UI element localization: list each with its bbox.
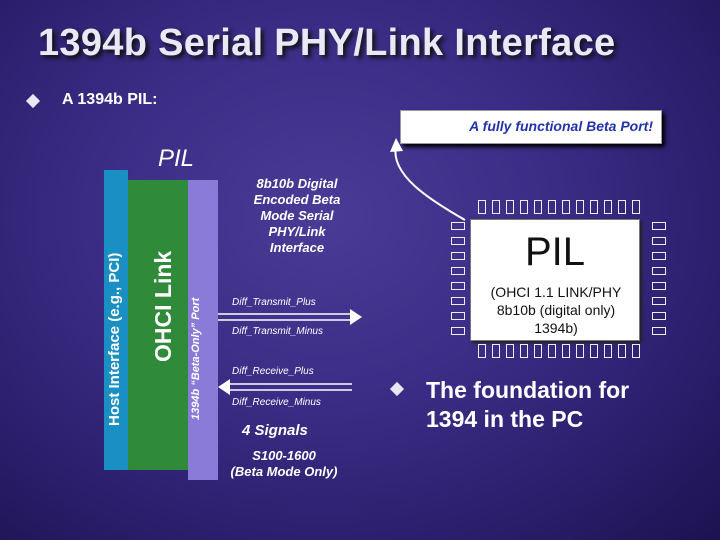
chip-pin bbox=[562, 200, 570, 214]
chip-pin bbox=[632, 344, 640, 358]
signal-label-rx-minus: Diff_Receive_Minus bbox=[232, 397, 321, 408]
rx-arrow-icon bbox=[218, 379, 230, 395]
callout-text: A fully functional Beta Port! bbox=[469, 118, 653, 134]
chip-pin bbox=[478, 344, 486, 358]
bullet2-line: The foundation for bbox=[426, 377, 630, 403]
chip-pin bbox=[451, 267, 465, 275]
chip-pin bbox=[576, 200, 584, 214]
chip-pin bbox=[652, 252, 666, 260]
pil-chip: PIL bbox=[470, 219, 640, 341]
chip-pin bbox=[451, 297, 465, 305]
chip-pin bbox=[492, 200, 500, 214]
desc-line: PHY/Link bbox=[268, 224, 326, 239]
chip-pin bbox=[652, 327, 666, 335]
callout-pointer-arrowhead-icon bbox=[390, 138, 403, 152]
speed-line: S100-1600 bbox=[252, 448, 316, 463]
host-interface-bar bbox=[104, 170, 128, 470]
bullet2-line: 1394 in the PC bbox=[426, 406, 584, 432]
chip-pin bbox=[506, 200, 514, 214]
slide-title: 1394b Serial PHY/Link Interface bbox=[38, 22, 616, 64]
bullet2-text: The foundation for 1394 in the PC bbox=[426, 376, 629, 434]
chip-pin bbox=[590, 344, 598, 358]
signal-label-tx-minus: Diff_Transmit_Minus bbox=[232, 326, 323, 337]
chip-pin bbox=[548, 200, 556, 214]
chip-pin bbox=[618, 344, 626, 358]
desc-line: Mode Serial bbox=[260, 208, 334, 223]
pil-block-label: PIL bbox=[158, 145, 195, 172]
chip-pin bbox=[632, 200, 640, 214]
desc-line: Encoded Beta bbox=[253, 192, 341, 207]
speed-line: (Beta Mode Only) bbox=[230, 464, 338, 479]
chip-line: 8b10b (digital only) bbox=[496, 302, 616, 318]
beta-port-bar bbox=[188, 180, 218, 480]
chip-pin bbox=[520, 200, 528, 214]
chip-pin bbox=[478, 200, 486, 214]
desc-line: Interface bbox=[269, 240, 325, 255]
signal-label-tx-plus: Diff_Transmit_Plus bbox=[232, 297, 316, 308]
chip-pin bbox=[652, 222, 666, 230]
chip-pin bbox=[451, 327, 465, 335]
chip-pin bbox=[652, 312, 666, 320]
interface-description: 8b10b Digital Encoded Beta Mode Serial P… bbox=[232, 176, 362, 256]
chip-line: 1394b) bbox=[534, 320, 578, 336]
chip-pin bbox=[548, 344, 556, 358]
chip-pin bbox=[652, 282, 666, 290]
chip-pin bbox=[506, 344, 514, 358]
chip-pin bbox=[451, 312, 465, 320]
chip-pin bbox=[534, 200, 542, 214]
chip-pin bbox=[652, 237, 666, 245]
signal-label-rx-plus: Diff_Receive_Plus bbox=[232, 366, 314, 377]
chip-pin bbox=[534, 344, 542, 358]
chip-pin bbox=[576, 344, 584, 358]
chip-pin bbox=[604, 200, 612, 214]
chip-pin bbox=[451, 252, 465, 260]
chip-pin bbox=[451, 222, 465, 230]
bullet-text: A 1394b PIL: bbox=[62, 91, 158, 108]
tx-arrow-icon bbox=[350, 309, 362, 325]
desc-line: 8b10b Digital bbox=[256, 176, 338, 191]
chip-pin bbox=[618, 200, 626, 214]
chip-description: (OHCI 1.1 LINK/PHY 8b10b (digital only) … bbox=[472, 283, 640, 337]
signals-count: 4 Signals bbox=[242, 422, 308, 439]
chip-pin bbox=[652, 267, 666, 275]
chip-pin bbox=[562, 344, 570, 358]
chip-pin bbox=[520, 344, 528, 358]
chip-pin bbox=[451, 237, 465, 245]
chip-line: (OHCI 1.1 LINK/PHY bbox=[490, 284, 622, 300]
callout-pointer bbox=[394, 145, 466, 221]
chip-pin bbox=[451, 282, 465, 290]
chip-pin bbox=[492, 344, 500, 358]
chip-title: PIL bbox=[524, 230, 586, 274]
chip-pin bbox=[590, 200, 598, 214]
callout-box: A fully functional Beta Port! bbox=[400, 110, 662, 144]
chip-pin bbox=[652, 297, 666, 305]
chip-pin bbox=[604, 344, 612, 358]
speed-note: S100-1600 (Beta Mode Only) bbox=[214, 448, 354, 480]
